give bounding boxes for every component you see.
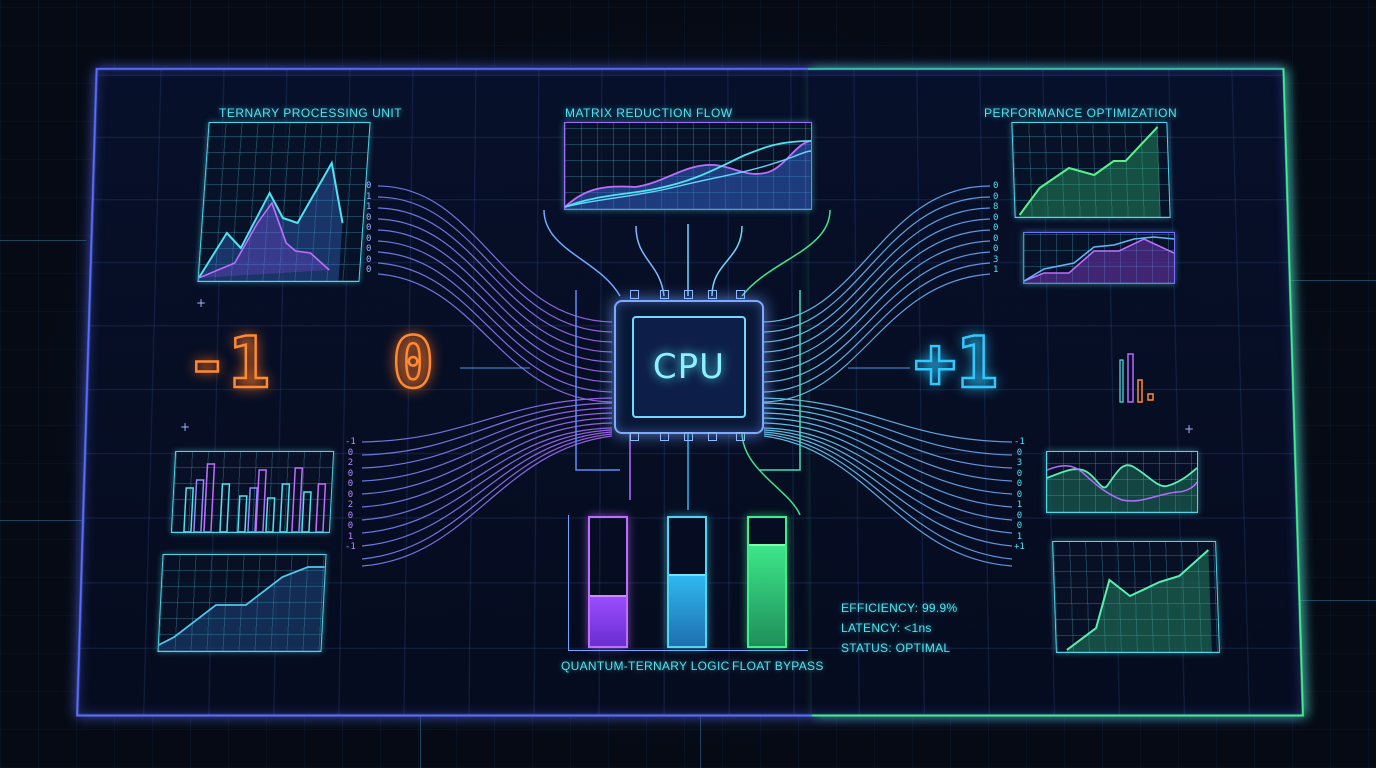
latency-stat: LATENCY: <1ns — [841, 621, 932, 635]
cpu-pin — [630, 432, 639, 441]
bar-ternary-logic — [667, 516, 707, 648]
bar-fill — [590, 595, 626, 646]
circuit-trace — [0, 240, 86, 241]
matrix-reduction-chart — [564, 122, 812, 210]
cpu-pin — [660, 290, 669, 299]
bar-quantum-ternary — [588, 516, 628, 648]
cpu-chip: CPU — [614, 300, 764, 434]
ternary-line-chart — [157, 554, 327, 652]
cpu-pin — [708, 290, 717, 299]
ternary-value-positive: +1 — [913, 321, 1000, 406]
cpu-pin — [736, 290, 745, 299]
cpu-pin — [660, 432, 669, 441]
performance-growth-chart — [1052, 541, 1220, 653]
circuit-trace — [0, 520, 86, 521]
crosshair-icon: + — [180, 420, 191, 434]
bar-axis — [568, 515, 569, 650]
cpu-pin — [736, 432, 745, 441]
left-panel-title: TERNARY PROCESSING UNIT — [219, 106, 403, 120]
circuit-trace — [420, 708, 421, 768]
performance-dual-chart — [1023, 232, 1175, 284]
ternary-bar-chart — [170, 451, 335, 533]
bar-label-float-bypass: FLOAT BYPASS — [732, 659, 824, 673]
performance-line-chart — [1011, 122, 1171, 218]
status-stat: STATUS: OPTIMAL — [841, 641, 951, 655]
cpu-pin — [684, 432, 693, 441]
cpu-pin — [684, 290, 693, 299]
bar-axis — [568, 650, 808, 651]
performance-wave-chart — [1046, 451, 1198, 513]
bar-float-bypass — [747, 516, 787, 648]
efficiency-stat: EFFICIENCY: 99.9% — [841, 601, 958, 615]
cpu-pin — [708, 432, 717, 441]
bar-label-quantum-ternary: QUANTUM-TERNARY LOGIC — [561, 659, 730, 673]
cpu-die: CPU — [632, 316, 746, 418]
circuit-trace — [1290, 600, 1376, 601]
bar-fill — [749, 544, 785, 646]
crosshair-icon: + — [196, 296, 207, 310]
ternary-spike-chart — [197, 122, 371, 282]
crosshair-icon: + — [1184, 422, 1195, 436]
circuit-trace — [1290, 280, 1376, 281]
ternary-value-negative: -1 — [185, 321, 272, 406]
bar-fill — [669, 573, 705, 646]
cpu-pin — [630, 290, 639, 299]
cpu-label: CPU — [652, 347, 726, 387]
right-panel-title: PERFORMANCE OPTIMIZATION — [984, 106, 1178, 120]
circuit-trace — [700, 708, 701, 768]
mini-bar-chart-icon — [1119, 353, 1154, 403]
center-panel-title: MATRIX REDUCTION FLOW — [565, 106, 733, 120]
ternary-value-zero: 0 — [391, 321, 436, 406]
